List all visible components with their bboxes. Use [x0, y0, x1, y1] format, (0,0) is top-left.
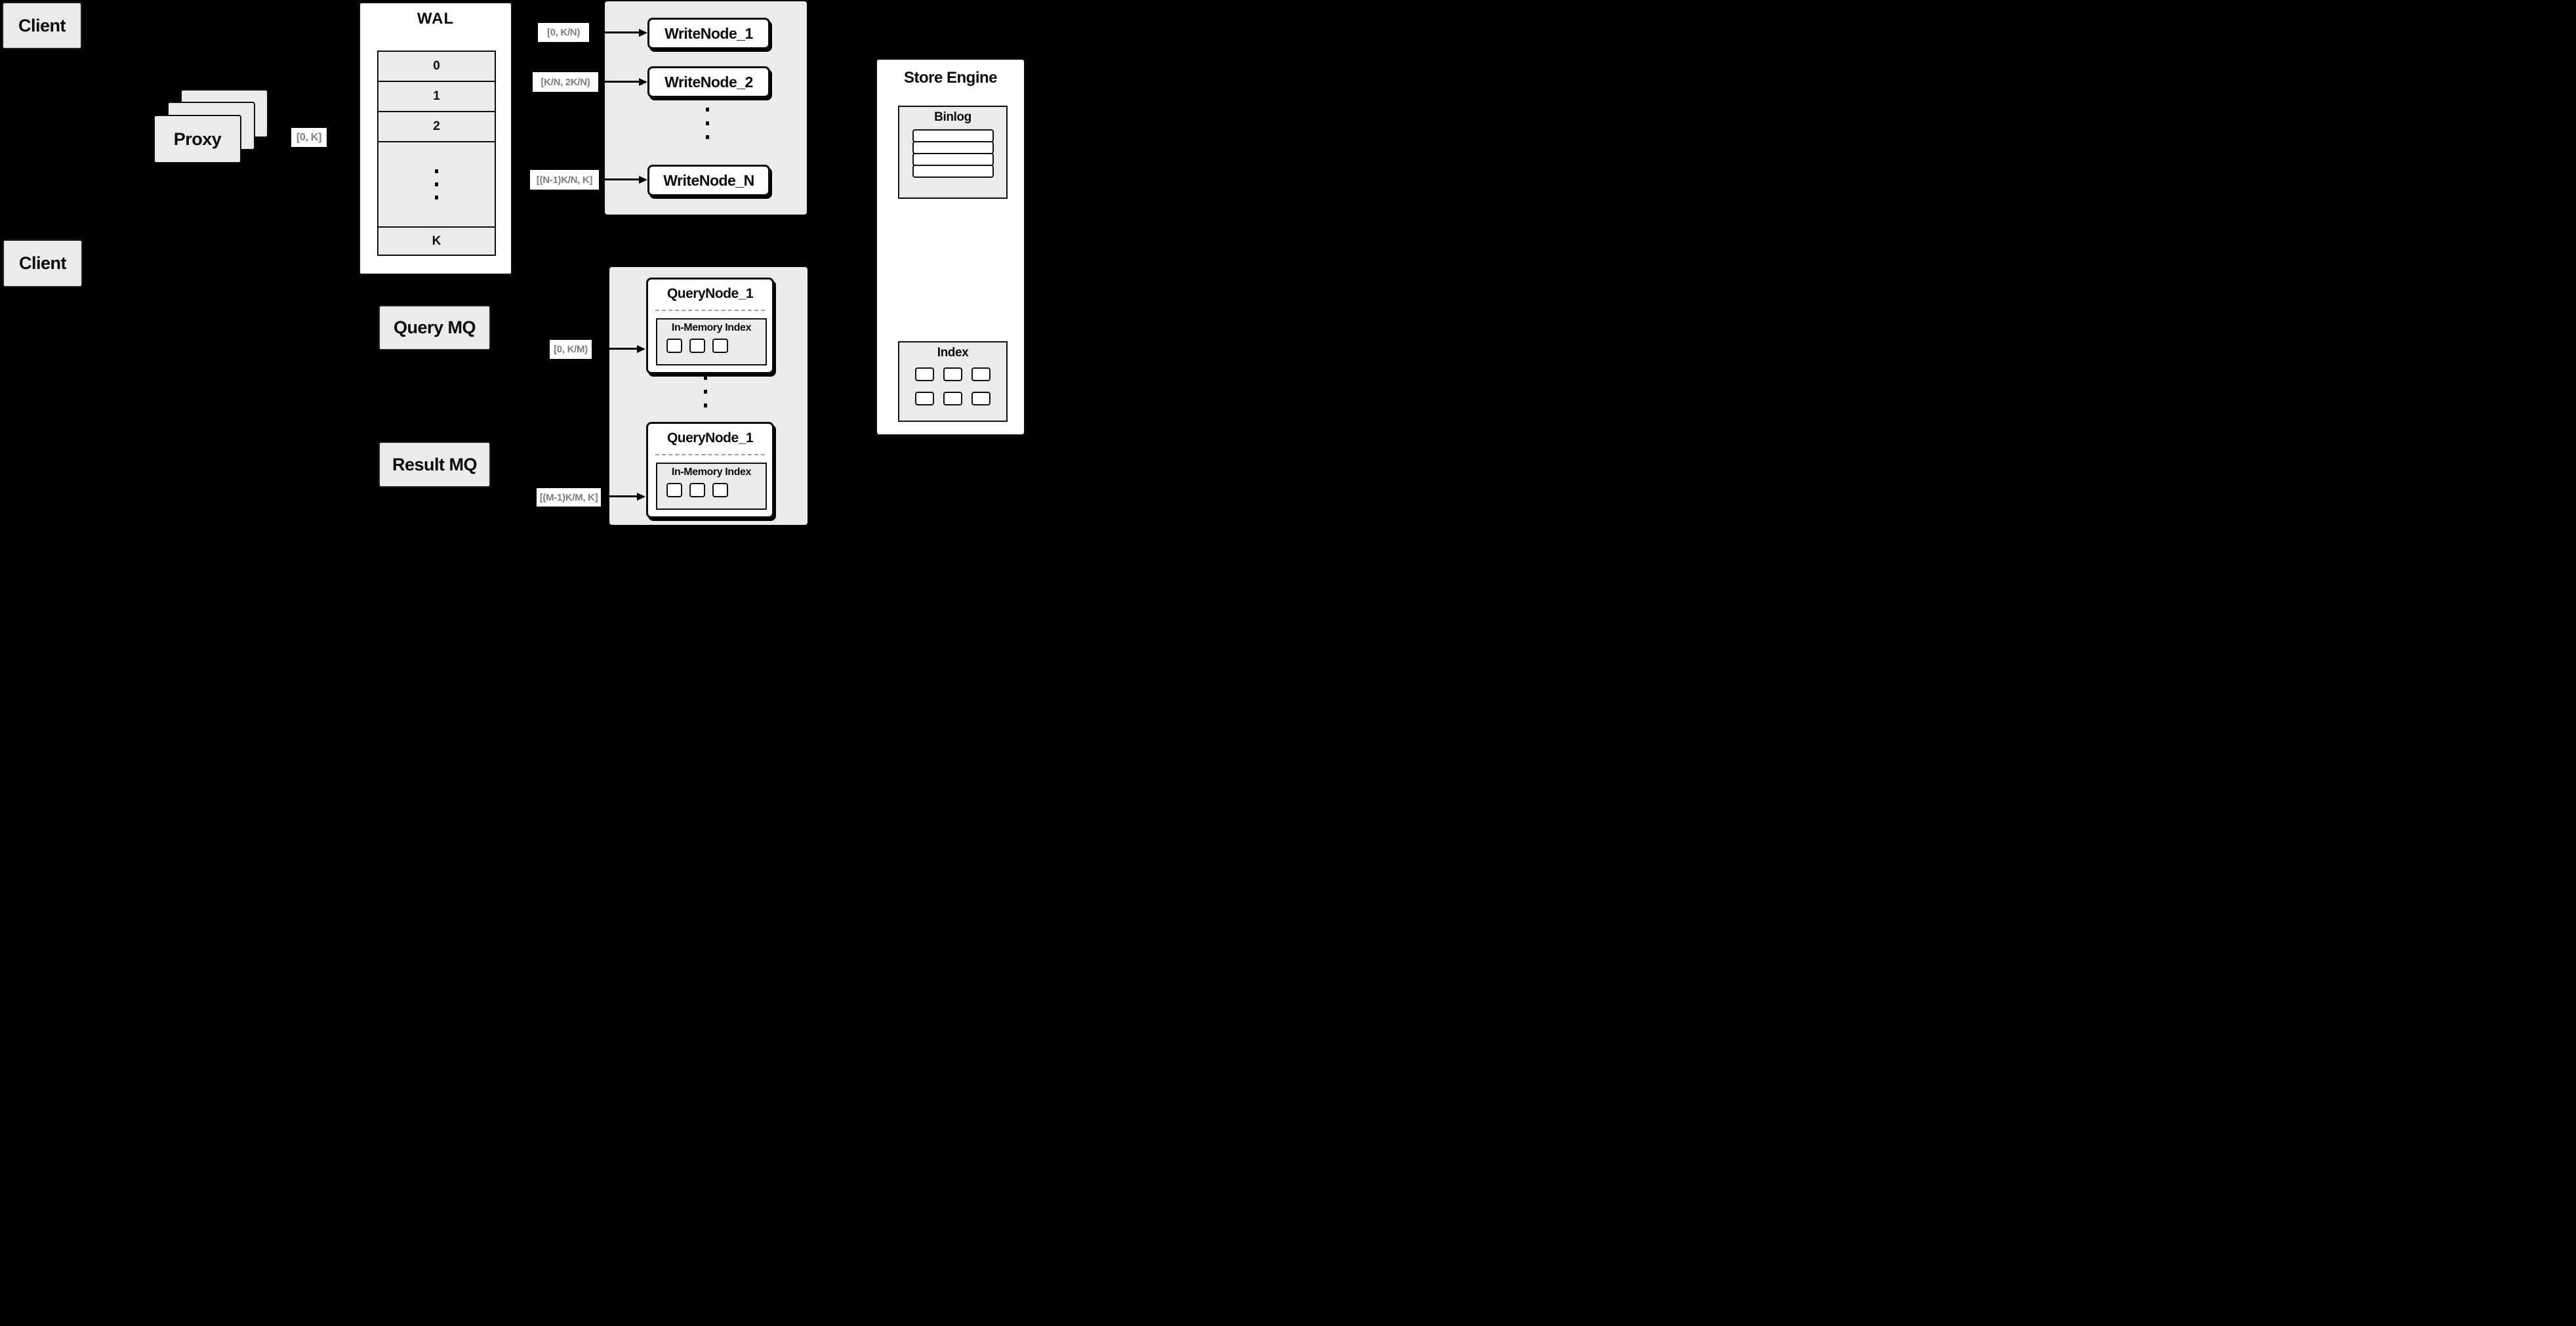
- binlog-row: [912, 153, 994, 166]
- binlog-box: Binlog: [898, 106, 1008, 199]
- wal-box: WAL 0 1 2 K: [359, 2, 512, 275]
- ellipsis-dot: [706, 135, 709, 139]
- range-label-write-1: [0, K/N): [538, 23, 589, 42]
- wal-row-ellipsis: [378, 142, 495, 228]
- range-label-proxy-out: [0, K]: [291, 128, 327, 147]
- ellipsis-dot: [435, 182, 438, 186]
- dashed-divider: [655, 454, 765, 455]
- index-title: Index: [937, 346, 969, 360]
- memory-cell: [689, 339, 705, 353]
- ellipsis-dot: [704, 390, 707, 394]
- client-top-label: Client: [18, 15, 66, 35]
- ellipsis-dot: [704, 376, 707, 380]
- range-label-query-1: [0, K/M): [550, 340, 592, 359]
- in-memory-index-bottom-title: In-Memory Index: [671, 466, 752, 478]
- ellipsis-dot: [435, 196, 438, 199]
- ellipsis-dot: [435, 169, 438, 173]
- index-cells-row: [899, 367, 1006, 381]
- index-cell: [971, 367, 991, 381]
- memory-cell: [666, 483, 682, 497]
- write-nodes-ellipsis: [706, 108, 709, 139]
- ellipsis-dot: [706, 108, 709, 112]
- index-box: Index: [898, 341, 1008, 422]
- index-cells-row: [899, 392, 1006, 405]
- memory-cell: [712, 483, 728, 497]
- query-node-top: QueryNode_1 In-Memory Index: [646, 278, 774, 374]
- in-memory-index-top: In-Memory Index: [656, 318, 767, 365]
- wal-row-2: 2: [378, 112, 495, 142]
- query-mq-label: Query MQ: [393, 318, 476, 337]
- wal-row-k: K: [378, 228, 495, 255]
- store-engine-box: Store Engine Binlog Index: [875, 58, 1026, 436]
- query-node-bottom: QueryNode_1 In-Memory Index: [646, 422, 774, 518]
- range-label-write-n: [(N-1)K/N, K]: [530, 170, 599, 190]
- result-mq-label: Result MQ: [392, 454, 478, 474]
- wal-row-0: 0: [378, 52, 495, 82]
- write-node-n: WriteNode_N: [647, 165, 770, 196]
- range-label-write-2: [K/N, 2K/N): [533, 72, 598, 92]
- in-memory-index-bottom: In-Memory Index: [656, 463, 767, 510]
- store-engine-title: Store Engine: [903, 69, 998, 87]
- index-cell: [943, 392, 962, 405]
- proxy-label: Proxy: [173, 129, 222, 149]
- wal-title: WAL: [417, 10, 455, 28]
- index-cell: [915, 367, 934, 381]
- index-cell: [943, 367, 962, 381]
- client-box-bottom: Client: [3, 239, 83, 287]
- ellipsis-dot: [704, 404, 707, 407]
- memory-cells: [666, 483, 766, 497]
- memory-cell: [666, 339, 682, 353]
- binlog-row: [912, 141, 994, 154]
- architecture-diagram: Client Client Proxy WAL 0 1 2 K [0, K] […: [0, 0, 1031, 530]
- ellipsis-dot: [706, 121, 709, 125]
- query-mq-box: Query MQ: [378, 305, 491, 350]
- write-node-n-label: WriteNode_N: [663, 171, 754, 189]
- result-mq-box: Result MQ: [378, 442, 491, 487]
- write-node-1: WriteNode_1: [647, 18, 770, 49]
- dashed-divider: [655, 310, 765, 311]
- binlog-row: [912, 165, 994, 178]
- arrowhead-querynode-bottom-icon: [637, 493, 645, 501]
- in-memory-index-top-title: In-Memory Index: [671, 322, 752, 333]
- write-node-1-label: WriteNode_1: [664, 24, 753, 42]
- wal-table: 0 1 2 K: [377, 51, 496, 256]
- memory-cell: [712, 339, 728, 353]
- arrowhead-writenoden-icon: [639, 176, 647, 184]
- proxy-card-front: Proxy: [153, 115, 241, 163]
- binlog-row: [912, 129, 994, 142]
- querygroup-to-index-line: [809, 378, 883, 380]
- index-cell: [915, 392, 934, 405]
- client-box-top: Client: [2, 2, 82, 49]
- memory-cells: [666, 339, 766, 353]
- arrowhead-writenode1-icon: [639, 29, 647, 37]
- wal-row-1: 1: [378, 82, 495, 112]
- range-label-query-m: [(M-1)K/M, K]: [537, 488, 601, 507]
- writegroup-to-binlog-line: [808, 154, 883, 156]
- memory-cell: [689, 483, 705, 497]
- client-bottom-label: Client: [18, 253, 67, 273]
- index-cell: [971, 392, 991, 405]
- binlog-title: Binlog: [934, 110, 971, 124]
- write-node-2: WriteNode_2: [647, 66, 770, 98]
- query-node-bottom-title: QueryNode_1: [666, 430, 754, 445]
- arrowhead-writenode2-icon: [639, 78, 647, 86]
- query-node-top-title: QueryNode_1: [666, 286, 754, 301]
- write-node-2-label: WriteNode_2: [664, 73, 753, 91]
- binlog-rows: [912, 129, 994, 178]
- arrowhead-querynode-top-icon: [637, 345, 645, 353]
- query-nodes-ellipsis: [704, 376, 707, 407]
